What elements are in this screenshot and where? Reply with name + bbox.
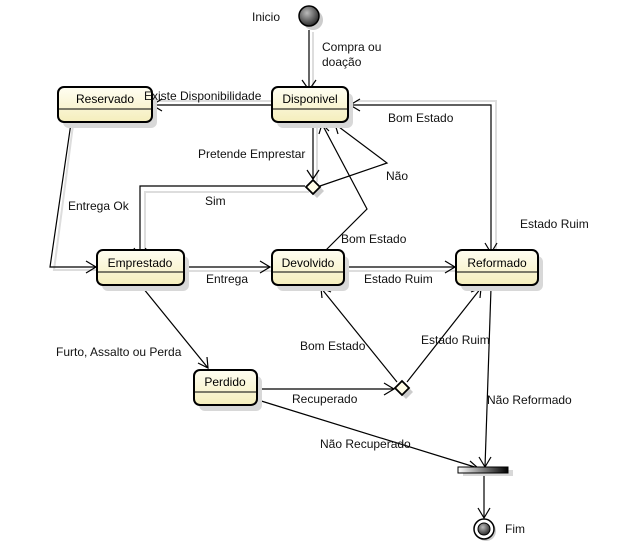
transition-decision-sim[interactable] xyxy=(139,185,305,258)
label-nao-reformado: Não Reformado xyxy=(487,393,572,407)
label-estado-ruim-decision: Estado Ruim xyxy=(421,333,490,347)
label-bom-estado-devolvido: Bom Estado xyxy=(341,232,407,246)
decision-node-emprestar[interactable] xyxy=(304,178,324,198)
transition-devolvido-disponivel[interactable] xyxy=(321,123,368,252)
arrowhead-icon xyxy=(477,507,491,520)
transition-decision-nao[interactable] xyxy=(319,123,389,187)
state-reformado[interactable]: Reformado xyxy=(455,249,543,291)
decision-node-recuperado[interactable] xyxy=(393,379,413,399)
state-name: Disponivel xyxy=(282,92,337,106)
transition-decision2-reformado[interactable] xyxy=(406,287,482,383)
state-disponivel[interactable]: Disponivel xyxy=(271,86,353,128)
transitions xyxy=(49,30,498,520)
arrowhead-icon xyxy=(383,382,396,396)
label-nao: Não xyxy=(386,169,408,183)
initial-node[interactable] xyxy=(298,5,323,30)
final-label: Fim xyxy=(505,522,525,536)
arrowhead-icon xyxy=(259,260,272,274)
state-name: Reformado xyxy=(467,256,527,270)
state-devolvido[interactable]: Devolvido xyxy=(271,249,349,291)
label-estado-ruim-right: Estado Ruim xyxy=(520,217,589,231)
label-recuperado: Recuperado xyxy=(292,392,358,406)
transition-reformado-disponivel[interactable] xyxy=(350,104,492,253)
transition-shadows xyxy=(52,32,497,272)
label-nao-recuperado: Não Recuperado xyxy=(320,437,411,451)
state-perdido[interactable]: Perdido xyxy=(193,369,262,411)
state-emprestado[interactable]: Emprestado xyxy=(96,249,189,291)
label-bom-estado-decision: Bom Estado xyxy=(300,339,366,353)
label-compra-ou: Compra ou xyxy=(322,40,381,54)
final-node[interactable] xyxy=(473,518,496,541)
label-pretende-emprestar: Pretende Emprestar xyxy=(198,147,305,161)
label-doacao: doação xyxy=(322,55,362,69)
transition-reservado-emprestado[interactable] xyxy=(49,122,96,268)
label-sim: Sim xyxy=(205,194,226,208)
state-name: Emprestado xyxy=(108,256,173,270)
transition-perdido-join[interactable] xyxy=(257,399,479,469)
initial-label: Inicio xyxy=(252,10,280,24)
label-estado-ruim-devolvido: Estado Ruim xyxy=(364,272,433,286)
state-name: Devolvido xyxy=(282,256,335,270)
arrowhead-icon xyxy=(197,356,209,370)
label-bom-estado-reformado: Bom Estado xyxy=(388,111,454,125)
join-bar[interactable] xyxy=(457,466,513,476)
state-name: Perdido xyxy=(204,375,246,389)
state-reservado[interactable]: Reservado xyxy=(57,86,157,128)
transition-emprestado-perdido[interactable] xyxy=(142,287,209,369)
transition-reformado-join[interactable] xyxy=(484,287,492,468)
label-entrega: Entrega xyxy=(206,272,248,286)
label-existe-disponibilidade: Existe Disponibilidade xyxy=(144,89,262,103)
label-furto-assalto-perda: Furto, Assalto ou Perda xyxy=(56,345,182,359)
state-name: Reservado xyxy=(76,92,134,106)
transition-decision2-devolvido[interactable] xyxy=(320,287,398,383)
label-entrega-ok: Entrega Ok xyxy=(68,199,130,213)
